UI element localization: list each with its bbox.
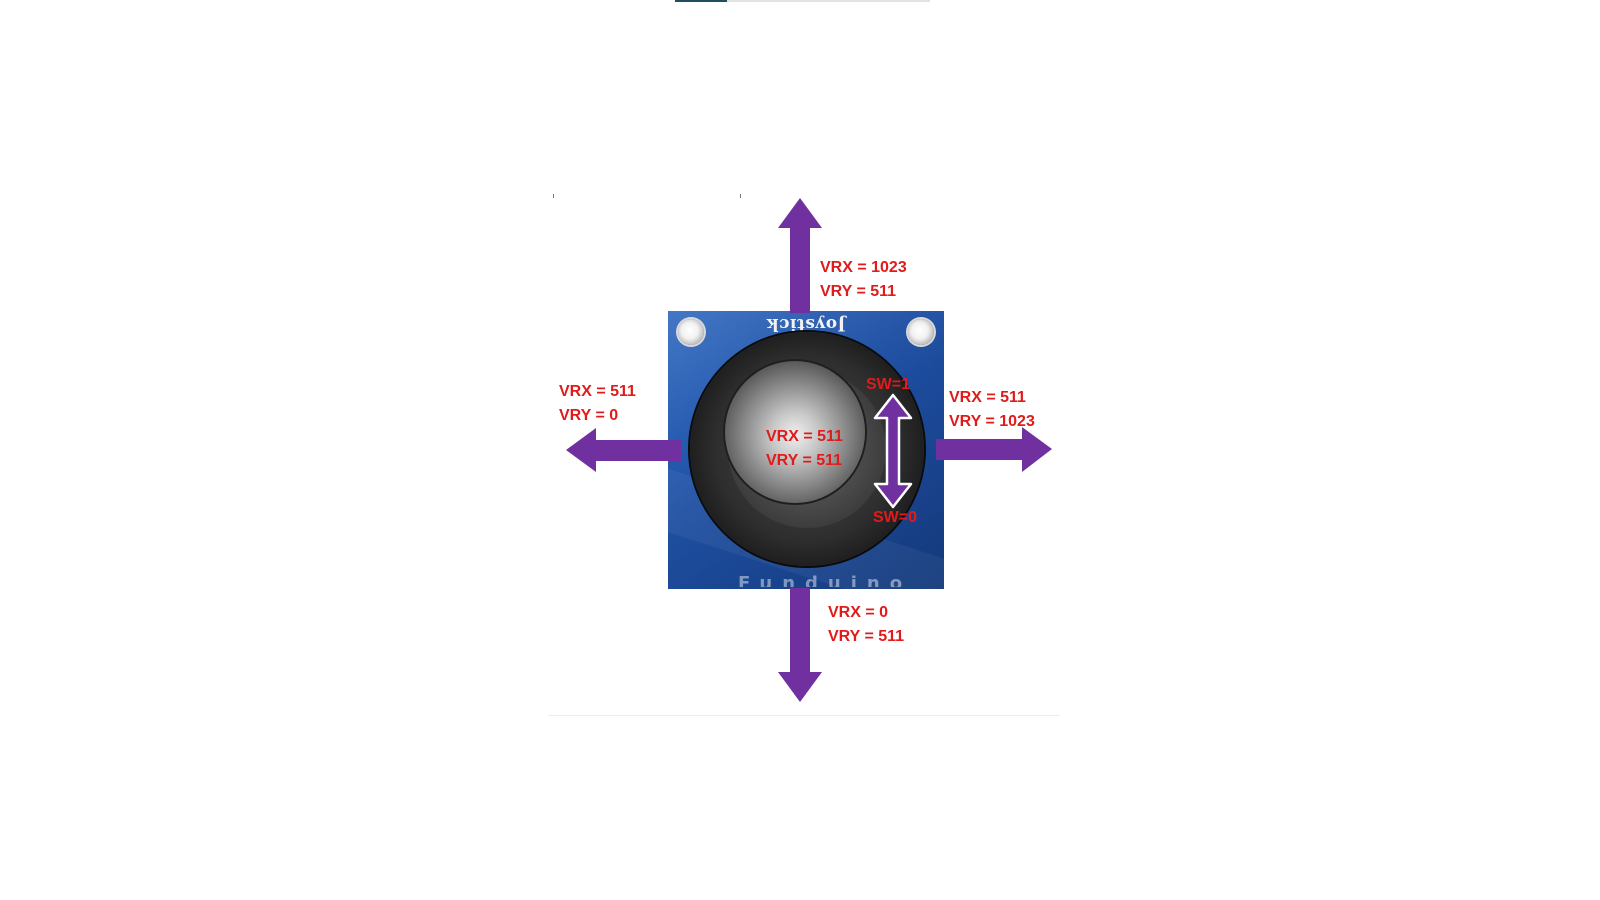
label-up-vrx: VRX = 1023	[820, 259, 907, 276]
label-center: VRX = 511 VRY = 511	[766, 425, 843, 473]
joystick-module-board: Joystick Funduino	[668, 311, 944, 589]
label-switch-released: SW=1	[866, 376, 911, 393]
frame-tick-mark	[553, 194, 554, 198]
label-down-vry: VRY = 511	[828, 628, 905, 645]
mounting-hole-left	[678, 319, 704, 345]
label-down: VRX = 0 VRY = 511	[828, 601, 904, 649]
label-right-vrx: VRX = 511	[949, 389, 1026, 406]
label-up-vry: VRY = 511	[820, 283, 897, 300]
arrow-left	[566, 428, 681, 472]
label-down-vrx: VRX = 0	[828, 604, 889, 621]
label-right-vry: VRY = 1023	[949, 413, 1035, 430]
frame-tick-mark	[740, 194, 741, 198]
label-switch-pressed: SW=0	[873, 509, 918, 526]
label-up: VRX = 1023 VRY = 511	[820, 256, 907, 304]
label-left-vrx: VRX = 511	[559, 383, 636, 400]
board-bottom-print: Funduino	[738, 573, 913, 587]
diagram-frame	[548, 190, 1060, 716]
mounting-hole-right	[908, 319, 934, 345]
label-center-vrx: VRX = 511	[766, 428, 843, 445]
label-center-vry: VRY = 511	[766, 452, 843, 469]
joystick-thumb-cap	[725, 361, 865, 503]
top-progress-bar-fill	[675, 0, 727, 2]
label-right: VRX = 511 VRY = 1023	[949, 386, 1035, 434]
label-left: VRX = 511 VRY = 0	[559, 380, 636, 428]
top-progress-bar	[675, 0, 930, 2]
arrow-down	[778, 588, 822, 702]
arrow-switch	[873, 393, 913, 509]
arrow-right	[936, 427, 1052, 472]
arrow-up	[778, 198, 822, 313]
label-left-vry: VRY = 0	[559, 407, 619, 424]
